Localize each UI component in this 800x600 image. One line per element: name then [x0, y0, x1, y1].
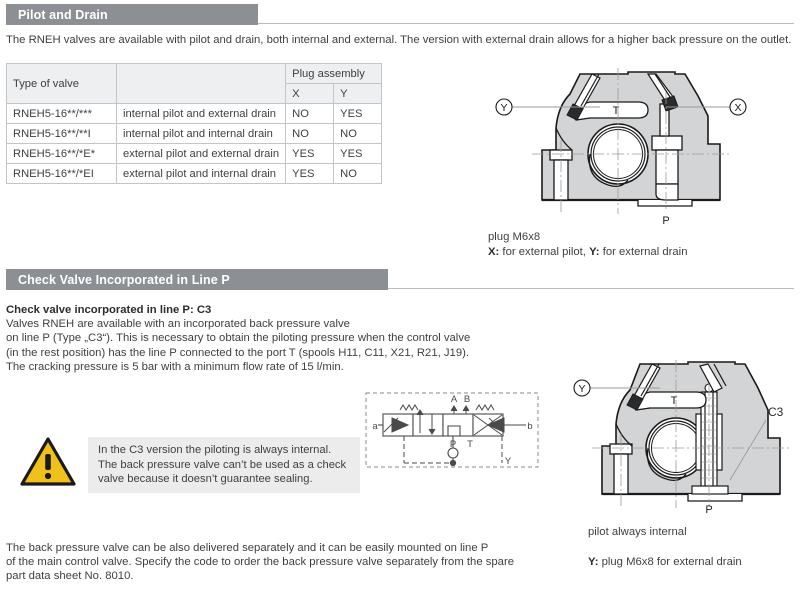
valve-cross-section-bottom: T Y C3 P: [573, 360, 790, 516]
header-rule-2: [388, 288, 794, 289]
caption-y-text: for external drain: [599, 245, 688, 258]
diagram-top-callout-x-circle: [729, 98, 747, 116]
cell-x: YES: [285, 163, 335, 184]
table-row: RNEH5-16**/**I internal pilot and intern…: [6, 123, 383, 144]
schematic-label-b-pilot: b: [527, 421, 532, 432]
footer-line-1: The back pressure valve can be also deli…: [6, 542, 489, 554]
check-valve-body: Check valve incorporated in line P: C3 V…: [6, 303, 546, 374]
diagram-top-caption: plug M6x8 X: for external pilot, Y: for …: [488, 230, 687, 259]
warning-callout: In the C3 version the piloting is always…: [20, 436, 361, 493]
warning-triangle-icon: [20, 437, 76, 486]
cell-code: RNEH5-16**/***: [6, 103, 117, 124]
schematic-label-a-pilot: a: [372, 421, 378, 432]
check-valve-subtitle: Check valve incorporated in line P: C3: [6, 304, 212, 316]
cell-code: RNEH5-16**/**I: [6, 123, 117, 144]
warning-line-1: In the C3 version the piloting is always…: [98, 444, 332, 456]
warning-line-2: The back pressure valve can’t be used as…: [98, 458, 347, 471]
cell-code: RNEH5-16**/*E*: [6, 143, 117, 164]
table-row: RNEH5-16**/*** internal pilot and extern…: [6, 103, 383, 124]
diagram-bottom-label-c3: C3: [768, 405, 784, 419]
cell-description: external pilot and external drain: [115, 143, 287, 164]
schematic-label-b-port: B: [464, 394, 470, 405]
section-header-check-valve: Check Valve Incorporated in Line P: [6, 269, 794, 290]
table-row: RNEH5-16**/*EI external pilot and intern…: [6, 163, 383, 184]
cell-code: RNEH5-16**/*EI: [6, 163, 117, 184]
th-y: Y: [333, 83, 383, 104]
footer-paragraph: The back pressure valve can be also deli…: [6, 541, 546, 584]
section-title-pilot-and-drain: Pilot and Drain: [6, 4, 258, 25]
cell-description: internal pilot and external drain: [115, 103, 287, 124]
footer-line-3: part data sheet No. 8010.: [6, 570, 134, 583]
caption-xy-legend: X: for external pilot, Y: for external d…: [488, 245, 687, 260]
diagram-bottom-label-t: T: [671, 395, 678, 407]
table-subheader-row: X Y: [7, 83, 383, 104]
schematic-label-y: Y: [505, 456, 512, 467]
diagram-top-label-x: X: [734, 102, 741, 114]
cell-y: NO: [333, 163, 383, 184]
intro-paragraph: The RNEH valves are available with pilot…: [6, 34, 792, 46]
cell-description: external pilot and internal drain: [115, 163, 287, 184]
table-row: RNEH5-16**/*E* external pilot and extern…: [6, 143, 383, 164]
pilot-drain-table: Type of valve Plug assembly X Y RNEH5-16…: [6, 63, 383, 184]
check-valve-line-1: Valves RNEH are available with an incorp…: [6, 318, 350, 331]
footer-line-2: of the main control valve. Specify the c…: [6, 556, 514, 569]
check-valve-line-3: (in the rest position) has the line P co…: [6, 346, 470, 359]
diagram-bottom-label-y: Y: [578, 383, 585, 395]
table-header-row: Type of valve Plug assembly: [6, 63, 383, 104]
th-type-of-valve-desc: [116, 63, 287, 104]
diagram-bottom-callout-y-circle: [573, 379, 591, 397]
cell-description: internal pilot and internal drain: [115, 123, 287, 144]
caption-x-text: for external pilot,: [499, 245, 590, 258]
th-type-of-valve: Type of valve: [6, 63, 117, 104]
diagram-top-label-t: T: [613, 105, 620, 117]
caption-bottom-y-label: Y:: [588, 556, 599, 568]
caption-y-label: Y:: [589, 245, 600, 258]
cell-x: NO: [285, 103, 335, 124]
schematic-enclosure: [365, 392, 539, 468]
diagram-top-label-p: P: [662, 215, 669, 227]
schematic-label-a-port: A: [451, 394, 458, 405]
warning-line-3: valve because it doesn’t guarantee seali…: [98, 473, 313, 486]
cell-y: YES: [333, 143, 383, 164]
section-title-check-valve: Check Valve Incorporated in Line P: [6, 269, 388, 290]
hydraulic-schematic: A B P T a b Y: [365, 392, 539, 468]
caption-x-label: X:: [488, 245, 500, 258]
cell-y: YES: [333, 103, 383, 124]
th-x: X: [285, 83, 335, 104]
cell-x: NO: [285, 123, 335, 144]
diagram-bottom-caption-2: Y: plug M6x8 for external drain: [588, 555, 742, 570]
cell-x: YES: [285, 143, 335, 164]
schematic-label-t: T: [467, 439, 473, 450]
caption-plug-m6x8: plug M6x8: [488, 231, 541, 243]
check-valve-line-4: The cracking pressure is 5 bar with a mi…: [6, 360, 344, 373]
diagram-top-label-y: Y: [500, 102, 507, 114]
warning-text: In the C3 version the piloting is always…: [88, 437, 361, 493]
th-plug-assembly: Plug assembly: [285, 63, 383, 84]
section-header-pilot-and-drain: Pilot and Drain: [6, 4, 794, 25]
header-rule: [258, 23, 794, 24]
valve-cross-section-top: T Y X P: [495, 68, 747, 227]
check-valve-line-2: on line P (Type „C3“). This is necessary…: [6, 332, 471, 345]
caption-bottom-y-text: plug M6x8 for external drain: [598, 556, 742, 568]
diagram-bottom-caption-1: pilot always internal: [588, 526, 687, 538]
diagram-top-callout-y-circle: [495, 98, 513, 116]
diagram-bottom-label-p: P: [705, 504, 712, 516]
cell-y: NO: [333, 123, 383, 144]
